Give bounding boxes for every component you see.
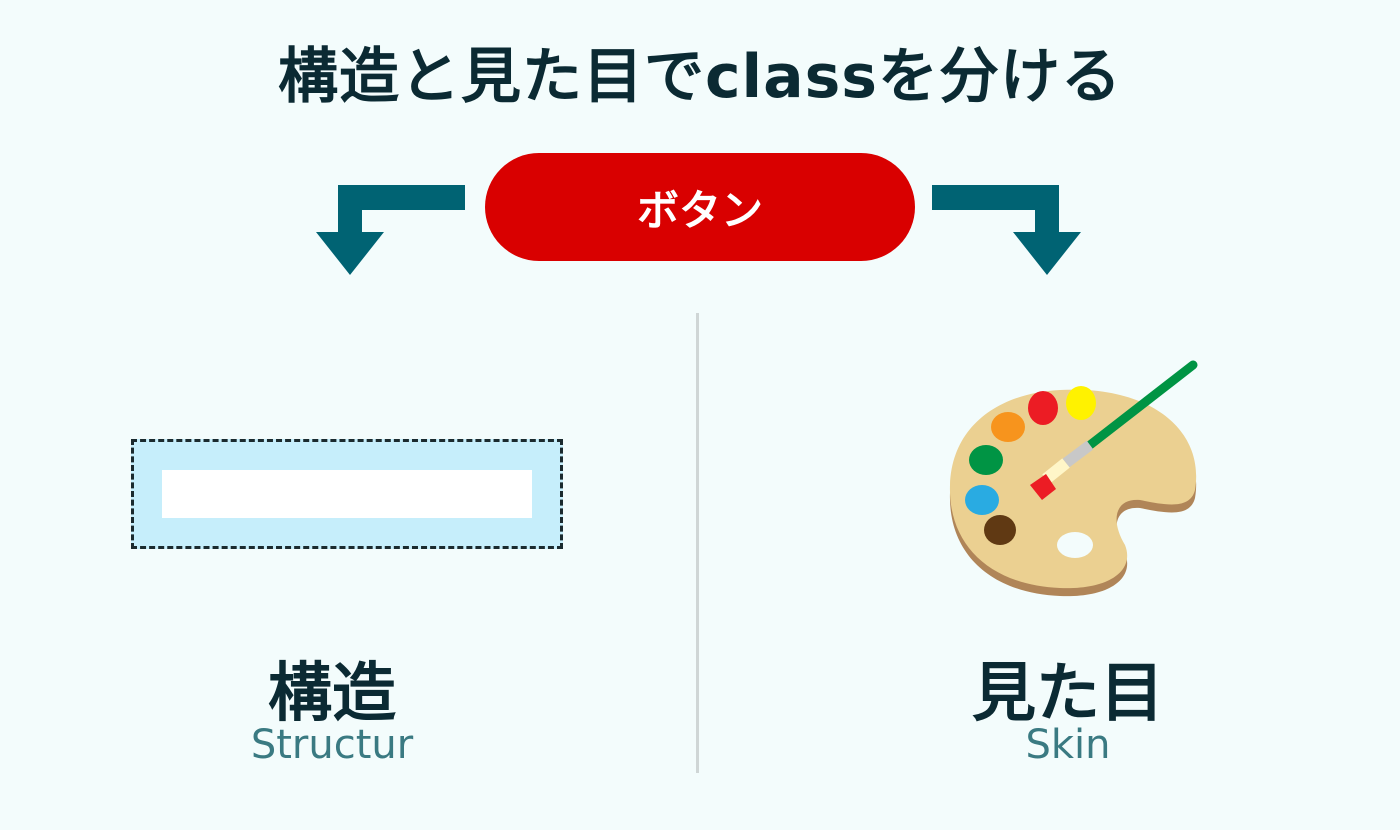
divider — [696, 313, 699, 773]
button-badge: ボタン — [485, 153, 915, 261]
skin-sublabel: Skin — [1025, 722, 1111, 768]
structure-label: 構造 — [268, 657, 396, 731]
structure-sublabel: Structur — [250, 722, 414, 768]
arrow-left-icon — [316, 185, 465, 275]
arrow-right-icon — [932, 185, 1081, 275]
structure-box-inner — [162, 470, 532, 518]
diagram-title: 構造と見た目でclassを分ける — [277, 42, 1123, 112]
skin-label: 見た目 — [972, 657, 1164, 731]
structure-box-illustration — [131, 439, 563, 549]
